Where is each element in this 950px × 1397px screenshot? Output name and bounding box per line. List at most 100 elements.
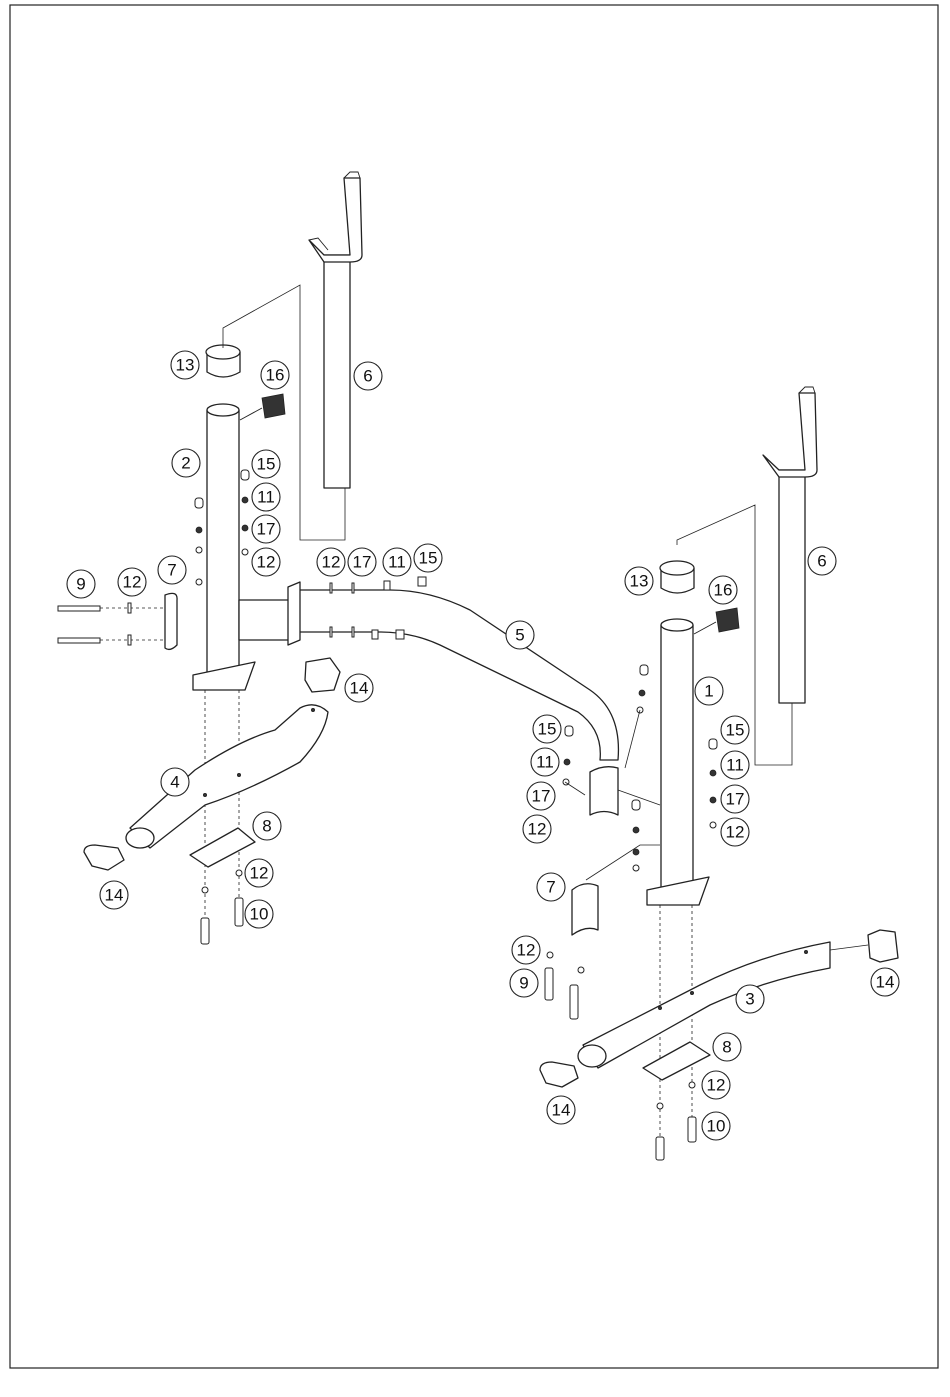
right-bracket-7	[572, 884, 598, 935]
callout-17-right-upright: 17	[721, 785, 749, 813]
left-rack-arm	[309, 172, 362, 488]
callout-8-right: 8	[713, 1033, 741, 1061]
right-pop-pin-knob	[694, 608, 739, 634]
svg-text:9: 9	[519, 974, 528, 993]
callout-11-saddle: 11	[531, 748, 559, 776]
svg-text:15: 15	[419, 549, 438, 568]
callout-10-right: 10	[702, 1112, 730, 1140]
callout-12-left-bolts: 12	[118, 568, 146, 596]
callout-11-right-upright: 11	[721, 751, 749, 779]
svg-text:1: 1	[704, 682, 713, 701]
svg-text:12: 12	[257, 553, 276, 572]
callout-17-saddle: 17	[527, 782, 555, 810]
svg-text:8: 8	[262, 817, 271, 836]
svg-text:13: 13	[176, 356, 195, 375]
svg-text:15: 15	[538, 720, 557, 739]
svg-text:4: 4	[170, 773, 179, 792]
callout-12-right-bolts: 12	[512, 936, 540, 964]
svg-text:14: 14	[552, 1101, 571, 1120]
left-long-bolts	[58, 603, 165, 645]
svg-text:14: 14	[105, 886, 124, 905]
callout-13-right: 13	[625, 567, 653, 595]
svg-text:5: 5	[515, 626, 524, 645]
left-upright-tube	[193, 404, 255, 690]
callout-17-left-upright: 17	[252, 515, 280, 543]
crossbar-saddle	[590, 767, 618, 815]
callout-9-left: 9	[67, 570, 95, 598]
left-pop-pin-knob	[240, 394, 285, 420]
left-rear-end-cap	[305, 658, 340, 692]
callout-8-left: 8	[253, 812, 281, 840]
svg-text:15: 15	[726, 721, 745, 740]
callout-6-left: 6	[354, 362, 382, 390]
left-front-end-cap	[84, 845, 124, 870]
right-rear-end-cap	[868, 930, 898, 962]
callout-15-left-upright: 15	[252, 450, 280, 478]
svg-text:17: 17	[532, 787, 551, 806]
callout-14-right-front: 14	[547, 1096, 575, 1124]
callout-16-left: 16	[261, 361, 289, 389]
right-bolt-10a	[656, 1137, 664, 1160]
svg-text:16: 16	[266, 366, 285, 385]
left-bolt-10b	[235, 898, 243, 926]
svg-text:11: 11	[388, 553, 406, 572]
callout-12-crossbar: 12	[317, 548, 345, 576]
svg-text:9: 9	[76, 575, 85, 594]
svg-text:12: 12	[322, 553, 341, 572]
svg-text:12: 12	[250, 864, 269, 883]
svg-text:14: 14	[350, 679, 369, 698]
svg-text:6: 6	[817, 552, 826, 571]
callout-11-crossbar: 11	[383, 548, 411, 576]
callout-15-crossbar: 15	[414, 544, 442, 572]
callout-14-left-front: 14	[100, 881, 128, 909]
callout-3: 3	[736, 985, 764, 1013]
left-upright-assembly	[58, 172, 362, 944]
callout-7-left: 7	[158, 556, 186, 584]
svg-text:3: 3	[745, 990, 754, 1009]
callout-12-left-base: 12	[245, 859, 273, 887]
svg-text:16: 16	[714, 581, 733, 600]
svg-text:12: 12	[726, 823, 745, 842]
right-bolt-10b	[688, 1117, 696, 1142]
svg-text:14: 14	[876, 973, 895, 992]
svg-text:12: 12	[528, 820, 547, 839]
svg-text:7: 7	[546, 878, 555, 897]
callout-13-left: 13	[171, 351, 199, 379]
right-front-end-cap	[540, 1062, 578, 1087]
callout-5: 5	[506, 621, 534, 649]
callout-4: 4	[161, 768, 189, 796]
svg-text:17: 17	[257, 520, 276, 539]
svg-text:11: 11	[536, 753, 554, 772]
svg-text:12: 12	[517, 941, 536, 960]
svg-text:13: 13	[630, 572, 649, 591]
svg-text:10: 10	[707, 1117, 726, 1136]
callout-12-saddle: 12	[523, 815, 551, 843]
svg-text:12: 12	[123, 573, 142, 592]
left-bolt-10a	[201, 918, 209, 944]
callout-12-left-upright: 12	[252, 548, 280, 576]
callout-7-right: 7	[537, 873, 565, 901]
right-tube-cap	[660, 561, 694, 593]
callout-12-right-upright: 12	[721, 818, 749, 846]
callout-15-right-upright: 15	[721, 716, 749, 744]
callout-14-right-rear: 14	[871, 968, 899, 996]
svg-text:7: 7	[167, 561, 176, 580]
svg-text:17: 17	[353, 553, 372, 572]
right-floor-plate	[643, 1042, 710, 1080]
right-upright-tube	[647, 619, 709, 905]
svg-text:2: 2	[181, 454, 190, 473]
svg-text:12: 12	[707, 1076, 726, 1095]
right-bolt-9a	[545, 968, 553, 1000]
right-bolt-9b	[570, 985, 578, 1019]
svg-text:8: 8	[722, 1038, 731, 1057]
left-tube-cap	[206, 345, 240, 377]
callout-1: 1	[695, 677, 723, 705]
callout-17-crossbar: 17	[348, 548, 376, 576]
svg-text:15: 15	[257, 455, 276, 474]
right-rack-arm	[763, 387, 817, 703]
svg-text:6: 6	[363, 367, 372, 386]
svg-text:11: 11	[726, 756, 744, 775]
svg-text:11: 11	[257, 488, 275, 507]
right-base-leg	[540, 930, 898, 1087]
